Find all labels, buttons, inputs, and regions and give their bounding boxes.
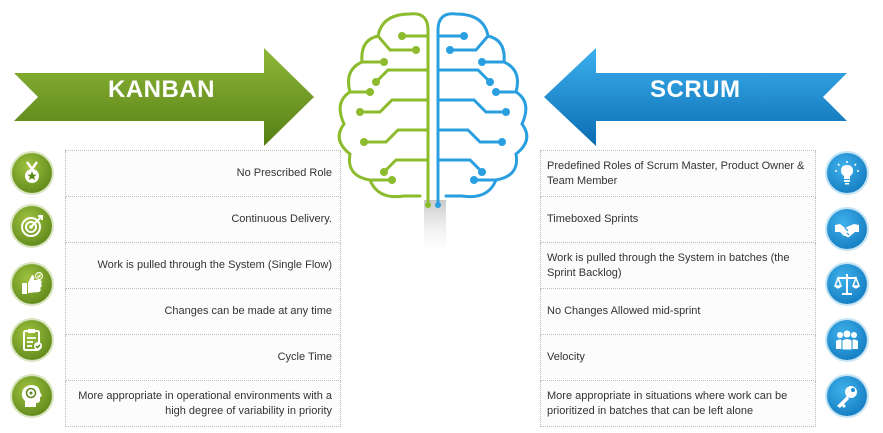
kanban-row-text: Cycle Time: [277, 351, 332, 363]
head-target-icon: [12, 376, 52, 416]
kanban-title: KANBAN: [108, 76, 215, 103]
scrum-row: Predefined Roles of Scrum Master, Produc…: [540, 151, 816, 197]
scrum-row: No Changes Allowed mid-sprint: [540, 289, 816, 335]
kanban-row: No Prescribed Role: [65, 151, 341, 197]
brain-circuit-illustration: [337, 12, 529, 260]
medal-icon: [12, 153, 52, 193]
kanban-row-text: Continuous Delivery.: [231, 213, 332, 225]
scrum-row-text: Timeboxed Sprints: [547, 213, 639, 225]
kanban-row: Cycle Time: [65, 335, 341, 381]
scrum-row-text: Velocity: [547, 351, 585, 363]
scrum-row: Velocity: [540, 335, 816, 381]
scrum-row: Work is pulled through the System in bat…: [540, 243, 816, 289]
thumbs-up-icon: [12, 264, 52, 304]
scrum-row-text: No Changes Allowed mid-sprint: [547, 305, 701, 317]
lightbulb-icon: [827, 153, 867, 193]
handshake-icon: [827, 209, 867, 249]
kanban-table: No Prescribed Role Continuous Delivery. …: [65, 150, 341, 427]
kanban-row-text: More appropriate in operational environm…: [78, 389, 332, 417]
key-icon: [827, 376, 867, 416]
scrum-row: More appropriate in situations where wor…: [540, 381, 816, 427]
kanban-row: Work is pulled through the System (Singl…: [65, 243, 341, 289]
target-icon: [12, 206, 52, 246]
kanban-row-text: Work is pulled through the System (Singl…: [97, 259, 332, 271]
scrum-arrow-banner: [544, 48, 847, 146]
kanban-arrow-banner: [14, 48, 314, 146]
kanban-row: Continuous Delivery.: [65, 197, 341, 243]
scrum-row: Timeboxed Sprints: [540, 197, 816, 243]
checklist-icon: [12, 320, 52, 360]
scrum-title: SCRUM: [650, 76, 741, 103]
team-icon: [827, 320, 867, 360]
kanban-row: Changes can be made at any time: [65, 289, 341, 335]
scrum-row-text: Work is pulled through the System in bat…: [547, 251, 790, 279]
kanban-row-text: Changes can be made at any time: [164, 305, 332, 317]
scales-icon: [827, 264, 867, 304]
kanban-row: More appropriate in operational environm…: [65, 381, 341, 427]
scrum-table: Predefined Roles of Scrum Master, Produc…: [540, 150, 816, 427]
scrum-row-text: More appropriate in situations where wor…: [547, 389, 788, 417]
kanban-row-text: No Prescribed Role: [236, 167, 332, 179]
scrum-row-text: Predefined Roles of Scrum Master, Produc…: [547, 159, 805, 187]
